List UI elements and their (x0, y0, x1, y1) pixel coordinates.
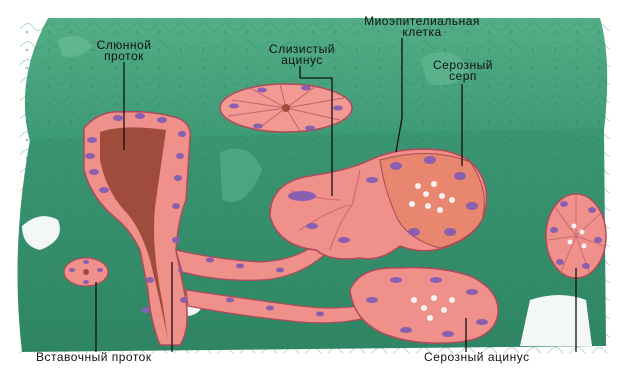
label-mucous-acinus: Слизистый ацинус (256, 44, 348, 66)
label-serous-acinus: Серозный ацинус (424, 352, 608, 363)
label-intercalated-duct: Вставочный проток (36, 352, 246, 363)
label-serous-demilune: Серозный серп (418, 60, 508, 82)
label-salivary-duct: Слюнной проток (82, 40, 166, 62)
duct-cross-section-small (64, 258, 108, 286)
label-myoepithelial-cell: Миоэпителиальная клетка (330, 16, 514, 38)
serous-acinus-cross-section (546, 194, 606, 278)
